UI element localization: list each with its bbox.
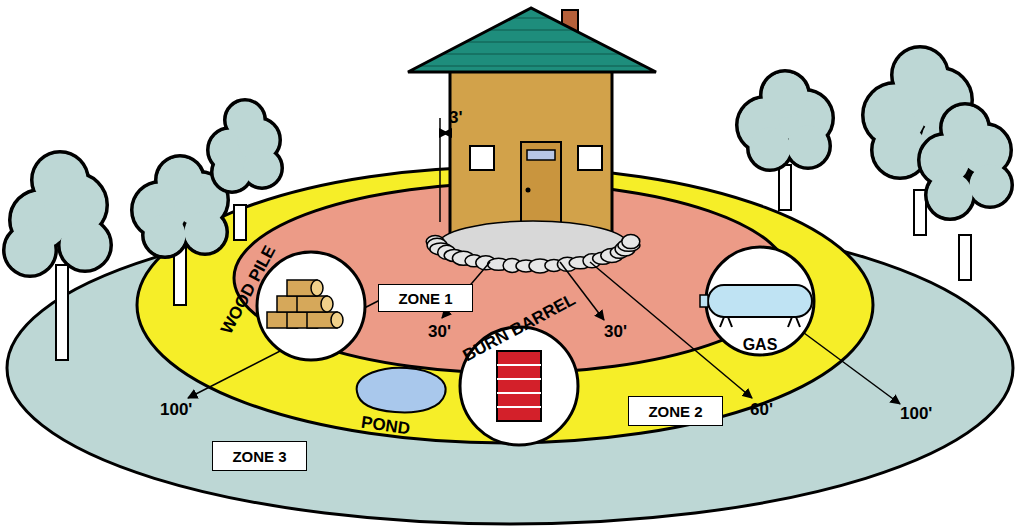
zone-label-box: ZONE 3 <box>212 441 307 471</box>
trees <box>4 47 1012 360</box>
distance-label: 3' <box>449 108 463 128</box>
distance-label: 100' <box>900 404 932 424</box>
item-circle: BURN BARREL <box>458 325 580 447</box>
item-circle: WOOD PILE <box>255 250 367 362</box>
dimension-line <box>439 118 441 222</box>
distance-label: 100' <box>160 400 192 420</box>
item-circle: GAS <box>704 245 816 357</box>
house <box>408 8 656 238</box>
dimension-arrow <box>443 132 448 134</box>
distance-label: 30' <box>604 322 627 342</box>
pond-shape: POND <box>345 362 455 422</box>
distance-label: 30' <box>428 322 451 342</box>
zone-label-box: ZONE 2 <box>628 396 723 426</box>
rocks <box>426 235 640 273</box>
zone-label: ZONE 1 <box>398 290 452 307</box>
zone-label: ZONE 2 <box>648 403 702 420</box>
item-label: GAS <box>743 336 778 354</box>
zone-label: ZONE 3 <box>232 448 286 465</box>
distance-label: 60' <box>750 400 773 420</box>
zone-label-box: ZONE 1 <box>378 284 473 312</box>
